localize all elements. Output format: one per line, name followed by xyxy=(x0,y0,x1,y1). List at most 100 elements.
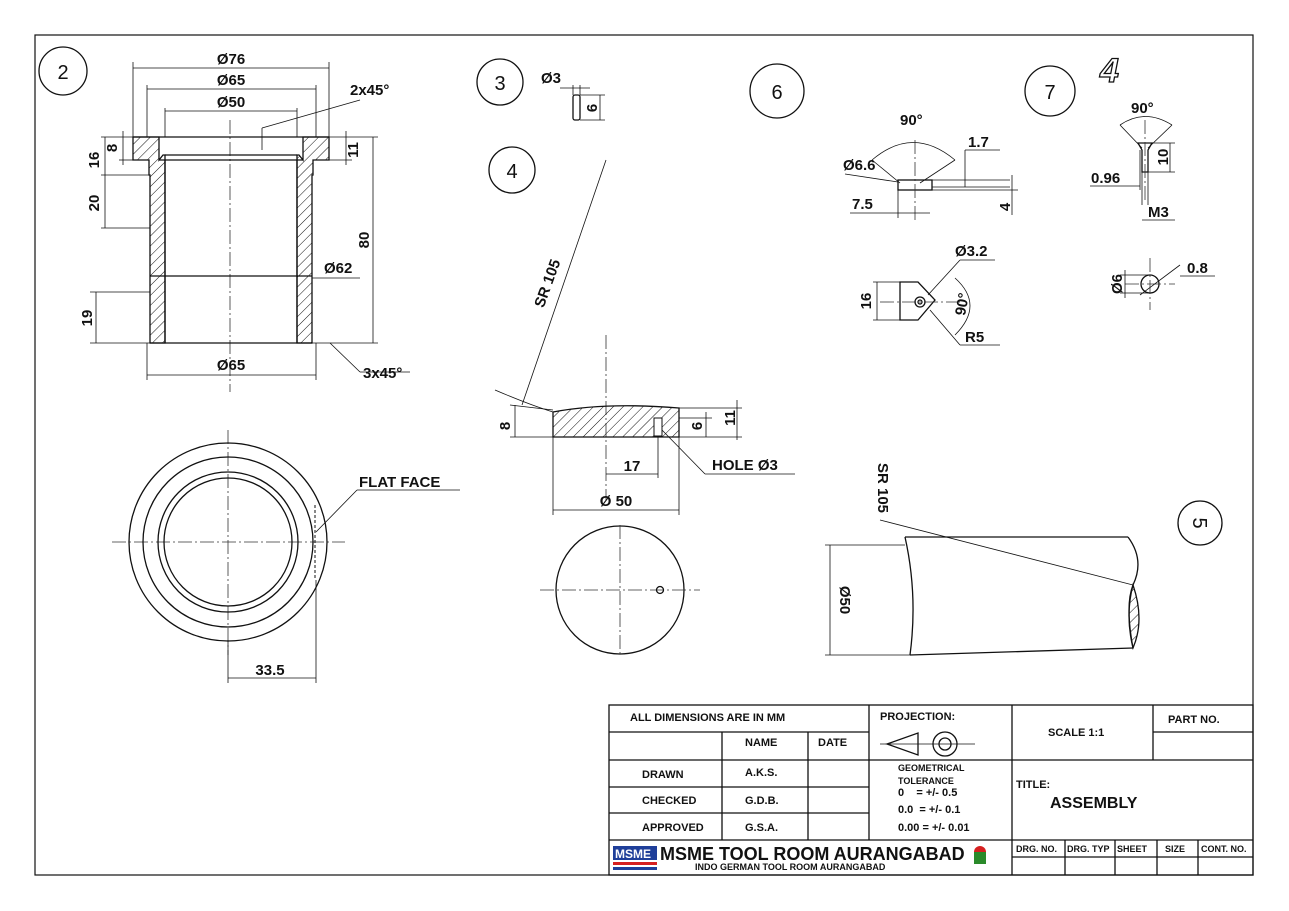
dim-w33: 33.5 xyxy=(255,662,284,679)
tb-footer-drgtyp: DRG. TYP xyxy=(1067,844,1110,854)
tb-part-no: PART NO. xyxy=(1168,714,1220,726)
title-block: ALL DIMENSIONS ARE IN MM NAME DATE PROJE… xyxy=(608,704,1254,876)
view-7-screw: 7 4 90° 10 0.96 M3 Ø6 0.8 xyxy=(1024,51,1215,310)
tb-projection: PROJECTION: xyxy=(880,711,955,723)
dim-w17: 17 xyxy=(624,458,641,475)
dim-h8: 8 xyxy=(497,422,514,430)
projection-symbol xyxy=(880,731,975,757)
view-6-detail: 6 90° 1.7 Ø6.6 7.5 4 Ø3.2 16 90° xyxy=(749,63,1018,346)
dim-w75: 7.5 xyxy=(852,196,873,213)
igtr-logo xyxy=(974,846,986,864)
part-b xyxy=(899,281,936,321)
view-3-pin: 3 Ø3 6 xyxy=(476,58,605,121)
dim-chamfer-top: 2x45° xyxy=(350,82,389,99)
balloon-2-label: 2 xyxy=(57,62,68,84)
dim-h20: 20 xyxy=(86,195,103,212)
dim-d50: Ø 50 xyxy=(600,493,633,510)
tb-footer-contno: CONT. NO. xyxy=(1201,844,1247,854)
tb-title-value: ASSEMBLY xyxy=(1050,795,1138,812)
dim-a90b: 90° xyxy=(952,292,973,317)
dim-h16: 16 xyxy=(86,152,103,169)
dim-m3: M3 xyxy=(1148,204,1169,221)
msme-logo: MSME xyxy=(613,846,657,870)
tb-org-sub: INDO GERMAN TOOL ROOM AURANGABAD xyxy=(695,862,886,872)
dim-d62: Ø62 xyxy=(324,260,352,277)
balloon-4-label: 4 xyxy=(506,161,517,183)
dim-h11: 11 xyxy=(345,142,362,158)
balloon-3 xyxy=(476,58,524,106)
dim-h17: 1.7 xyxy=(968,134,989,151)
dim-d65b: Ø65 xyxy=(217,357,245,374)
balloon-6-label: 6 xyxy=(771,82,782,104)
pin-body xyxy=(572,94,581,121)
dim-d50: Ø50 xyxy=(836,586,853,614)
dim-a90: 90° xyxy=(900,112,923,129)
tb-title-label: TITLE: xyxy=(1016,779,1050,791)
dim-h16: 16 xyxy=(858,293,875,310)
dim-r5: R5 xyxy=(965,329,984,346)
dim-h19: 19 xyxy=(79,310,96,327)
tb-name-approved: G.S.A. xyxy=(745,822,778,834)
dim-d76: Ø76 xyxy=(217,51,245,68)
dim-d65: Ø65 xyxy=(217,72,245,89)
tb-footer-sheet: SHEET xyxy=(1117,844,1148,854)
dim-h80: 80 xyxy=(356,232,373,249)
tb-org: MSME TOOL ROOM AURANGABAD xyxy=(660,844,965,864)
right-wall-section xyxy=(296,136,330,344)
tb-tol-3: 0.00 = +/- 0.01 xyxy=(898,822,970,834)
tb-name-hdr: NAME xyxy=(745,737,777,749)
dim-w08: 0.8 xyxy=(1187,260,1208,277)
tb-date-hdr: DATE xyxy=(818,737,847,749)
disc-hole xyxy=(653,417,663,437)
balloon-6 xyxy=(749,63,805,119)
dim-h6: 6 xyxy=(584,104,601,112)
balloon-5-label: 5 xyxy=(1188,517,1210,528)
dim-d3: Ø3 xyxy=(541,70,561,87)
tb-tol-title-1: GEOMETRICAL xyxy=(898,763,965,773)
dim-d50: Ø50 xyxy=(217,94,245,111)
tb-footer-drgno: DRG. NO. xyxy=(1016,844,1057,854)
sheet-number: 4 xyxy=(1099,52,1119,90)
dim-a90: 90° xyxy=(1131,100,1154,117)
dim-h11: 11 xyxy=(722,410,739,426)
svg-text:MSME: MSME xyxy=(615,847,651,861)
dim-d32: Ø3.2 xyxy=(955,243,988,260)
dim-h10: 10 xyxy=(1155,149,1172,166)
balloon-5 xyxy=(1177,500,1223,546)
dim-d66: Ø6.6 xyxy=(843,157,876,174)
dim-h8: 8 xyxy=(104,144,121,152)
view-2-bush-plan: FLAT FACE 33.5 xyxy=(112,430,460,683)
dim-sr105: SR 105 xyxy=(874,463,891,513)
dim-h6-hole: 6 xyxy=(689,422,706,430)
balloon-4 xyxy=(488,146,536,194)
tb-role-approved: APPROVED xyxy=(642,822,704,834)
tb-footer-size: SIZE xyxy=(1165,844,1185,854)
tb-name-drawn: A.K.S. xyxy=(745,767,777,779)
dim-sr105: SR 105 xyxy=(531,257,564,310)
tb-tol-title-2: TOLERANCE xyxy=(898,776,954,786)
label-flat-face: FLAT FACE xyxy=(359,474,440,491)
left-wall-section xyxy=(132,136,166,344)
view-4-disc: 4 SR 105 8 6 11 17 HOLE Ø3 Ø 50 xyxy=(488,146,795,655)
dim-d6: Ø6 xyxy=(1109,274,1126,294)
dim-chamfer-bot: 3x45° xyxy=(363,365,402,382)
tb-name-checked: G.D.B. xyxy=(745,795,779,807)
tb-tol-1: 0 = +/- 0.5 xyxy=(898,787,957,799)
tb-all-dims: ALL DIMENSIONS ARE IN MM xyxy=(630,712,785,724)
balloon-3-label: 3 xyxy=(494,73,505,95)
balloon-7-label: 7 xyxy=(1044,82,1055,104)
disc-section xyxy=(552,405,680,438)
tb-role-checked: CHECKED xyxy=(642,795,696,807)
view-2-bush-section: 2 Ø76 Ø65 Ø50 2x45° 1 xyxy=(38,46,410,392)
tb-role-drawn: DRAWN xyxy=(642,769,684,781)
dim-w096: 0.96 xyxy=(1091,170,1120,187)
sheet-border xyxy=(34,34,1254,876)
balloon-7 xyxy=(1024,65,1076,117)
label-hole: HOLE Ø3 xyxy=(712,457,778,474)
tb-scale: SCALE 1:1 xyxy=(1048,727,1104,739)
dim-h4: 4 xyxy=(997,202,1014,211)
view-5-bar: 5 SR 105 Ø50 xyxy=(825,463,1223,656)
tb-tol-2: 0.0 = +/- 0.1 xyxy=(898,804,960,816)
balloon-2 xyxy=(38,46,88,96)
